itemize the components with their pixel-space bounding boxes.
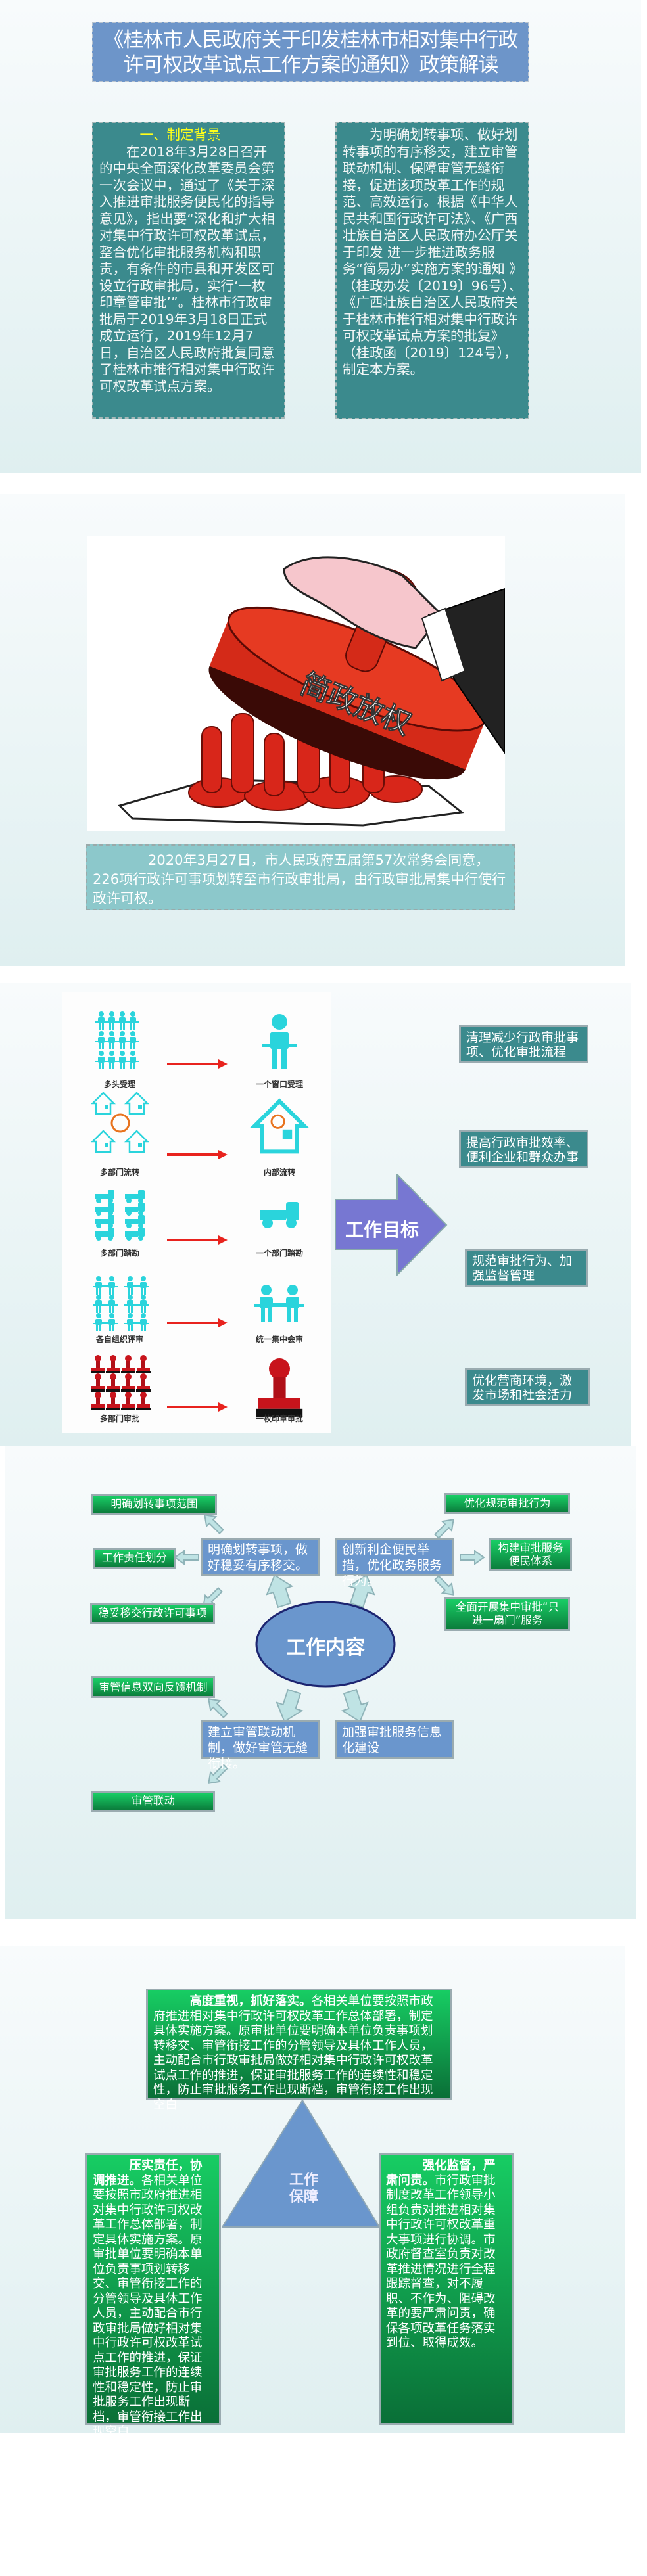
content-green-box: 稳妥移交行政许可事项 <box>90 1603 215 1624</box>
single-truck-icon <box>260 1202 299 1228</box>
red-arrow-icons <box>167 1059 228 1412</box>
content-green-box: 工作责任划分 <box>93 1548 176 1569</box>
label-single-window: 一个窗口受理 <box>255 1080 303 1089</box>
goal-item: 规范审批行为、加强监督管理 <box>465 1249 588 1287</box>
illustration-caption: 2020年3月27日，市人民政府五届第57次常务会同意，226项行政许可事项划转… <box>86 844 515 910</box>
guarantee-triangle <box>222 2100 381 2228</box>
content-blue-box: 建立审管联动机制，做好审管无缝衔接。 <box>201 1720 320 1771</box>
guarantee-center-label: 工作保障 <box>289 2172 318 2205</box>
label-multi-acceptance: 多头受理 <box>103 1080 135 1089</box>
content-green-box: 审管信息双向反馈机制 <box>91 1676 215 1698</box>
page-title: 《桂林市人民政府关于印发桂林市相对集中行政许可权改革试点工作方案的通知》政策解读 <box>92 22 529 82</box>
separate-review-meetings-icon <box>93 1276 149 1331</box>
section-heading: 一、制定背景 <box>139 127 221 143</box>
content-blue-box: 创新利企便民举措，优化政务服务行为。 <box>335 1538 454 1588</box>
internal-house-icon <box>254 1101 305 1152</box>
goal-item: 优化营商环境，激发市场和社会活力 <box>465 1368 590 1406</box>
goals-arrow-label: 工作目标 <box>345 1219 419 1241</box>
content-center-label: 工作内容 <box>286 1636 365 1659</box>
label-multi-survey: 多部门踏勘 <box>99 1249 139 1258</box>
arrow-icon <box>431 1514 459 1542</box>
hand-icon <box>283 556 505 754</box>
content-blue-box: 明确划转事项，做好稳妥有序移交。 <box>201 1538 320 1576</box>
label-single-survey: 一个部门踏勘 <box>255 1249 303 1258</box>
content-blue-box: 加强审批服务信息化建设 <box>335 1720 454 1759</box>
multi-window-people-icon <box>95 1011 139 1069</box>
content-green-box: 明确划转事项范围 <box>91 1494 217 1515</box>
background-right-text: 为明确划转事项、做好划转事项的有序移交，建立审管联动机制、保障审管无缝衔接，促进… <box>343 127 523 377</box>
guarantee-top-box: 高度重视，抓好落实。各相关单位要按照市政府推进相对集中行政许可权改革工作总体部署… <box>146 1989 452 2112</box>
goals-arrow-icon <box>335 1174 448 1276</box>
content-green-box: 全面开展集中审批“只进一扇门”服务 <box>444 1597 570 1631</box>
multi-trucks-icon <box>95 1190 145 1241</box>
guarantee-left-box: 压实责任，协调推进。各相关单位要按照市政府推进相对集中行政许可权改革工作总体部署… <box>85 2153 221 2439</box>
label-multi-transfer: 多部门流转 <box>99 1168 139 1177</box>
arrow-icon <box>261 1570 298 1611</box>
guarantee-right-box: 强化监督，严肃问责。市行政审批制度改革工作领导小组负责对推进相对集中行政许可权改… <box>379 2153 514 2425</box>
label-multi-approval: 多部门审批 <box>99 1414 139 1423</box>
content-arrows <box>174 1509 485 1789</box>
guarantee-left-text: 各相关单位要按照市政府推进相对集中行政许可权改革工作总体部署，制定具体实施方案。… <box>93 2173 203 2439</box>
guarantee-left-lead: 压实责任，协调推进。 <box>93 2159 203 2188</box>
arrow-icon <box>460 1550 485 1565</box>
label-one-stamp: 一枚印章审批 <box>255 1414 303 1423</box>
arrow-icon <box>203 1693 231 1721</box>
background-left-text: 在2018年3月28日召开的中央全面深化改革委员会第一次会议中，通过了《关于深入… <box>99 143 275 394</box>
multi-stamps-icon <box>91 1355 151 1410</box>
content-green-box: 构建审批服务便民体系 <box>489 1538 572 1571</box>
content-green-box: 优化规范审批行为 <box>444 1493 570 1514</box>
guarantee-right-text: 市行政审批制度改革工作领导小组负责对推进相对集中行政许可权改革重大事项进行协调。… <box>386 2173 496 2351</box>
single-window-person-icon <box>262 1014 297 1069</box>
goal-item: 清理减少行政审批事项、优化审批流程 <box>459 1025 588 1063</box>
guarantee-right-lead: 强化监督，严肃问责。 <box>386 2159 496 2188</box>
reform-icons <box>91 1011 331 1417</box>
multi-department-houses-icon <box>91 1092 149 1153</box>
content-center-ellipse <box>255 1601 396 1688</box>
joint-review-meeting-icon <box>254 1285 304 1322</box>
guarantee-top-text: 各相关单位要按照市政府推进相对集中行政许可权改革工作总体部署，制定具体实施方案。… <box>153 1994 433 2112</box>
background-right-box: 为明确划转事项、做好划转事项的有序移交，建立审管联动机制、保障审管无缝衔接，促进… <box>335 122 529 419</box>
arrow-icon <box>174 1550 199 1565</box>
big-stamp-icon: 简政放权 <box>208 568 487 780</box>
guarantee-top-lead: 高度重视，抓好落实。 <box>189 1994 312 2008</box>
arrow-icon <box>431 1573 459 1600</box>
label-joint-review: 统一集中会审 <box>255 1335 303 1344</box>
label-internal-transfer: 内部流转 <box>263 1168 295 1177</box>
single-stamp-icon <box>256 1358 303 1417</box>
background-left-box: 一、制定背景 在2018年3月28日召开的中央全面深化改革委员会第一次会议中，通… <box>92 122 285 419</box>
simplify-administration-illustration: 简政放权 <box>87 536 505 831</box>
goal-item: 提高行政审批效率、便利企业和群众办事 <box>459 1130 588 1168</box>
label-separate-review: 各自组织评审 <box>95 1335 143 1344</box>
content-green-box: 审管联动 <box>91 1791 215 1812</box>
